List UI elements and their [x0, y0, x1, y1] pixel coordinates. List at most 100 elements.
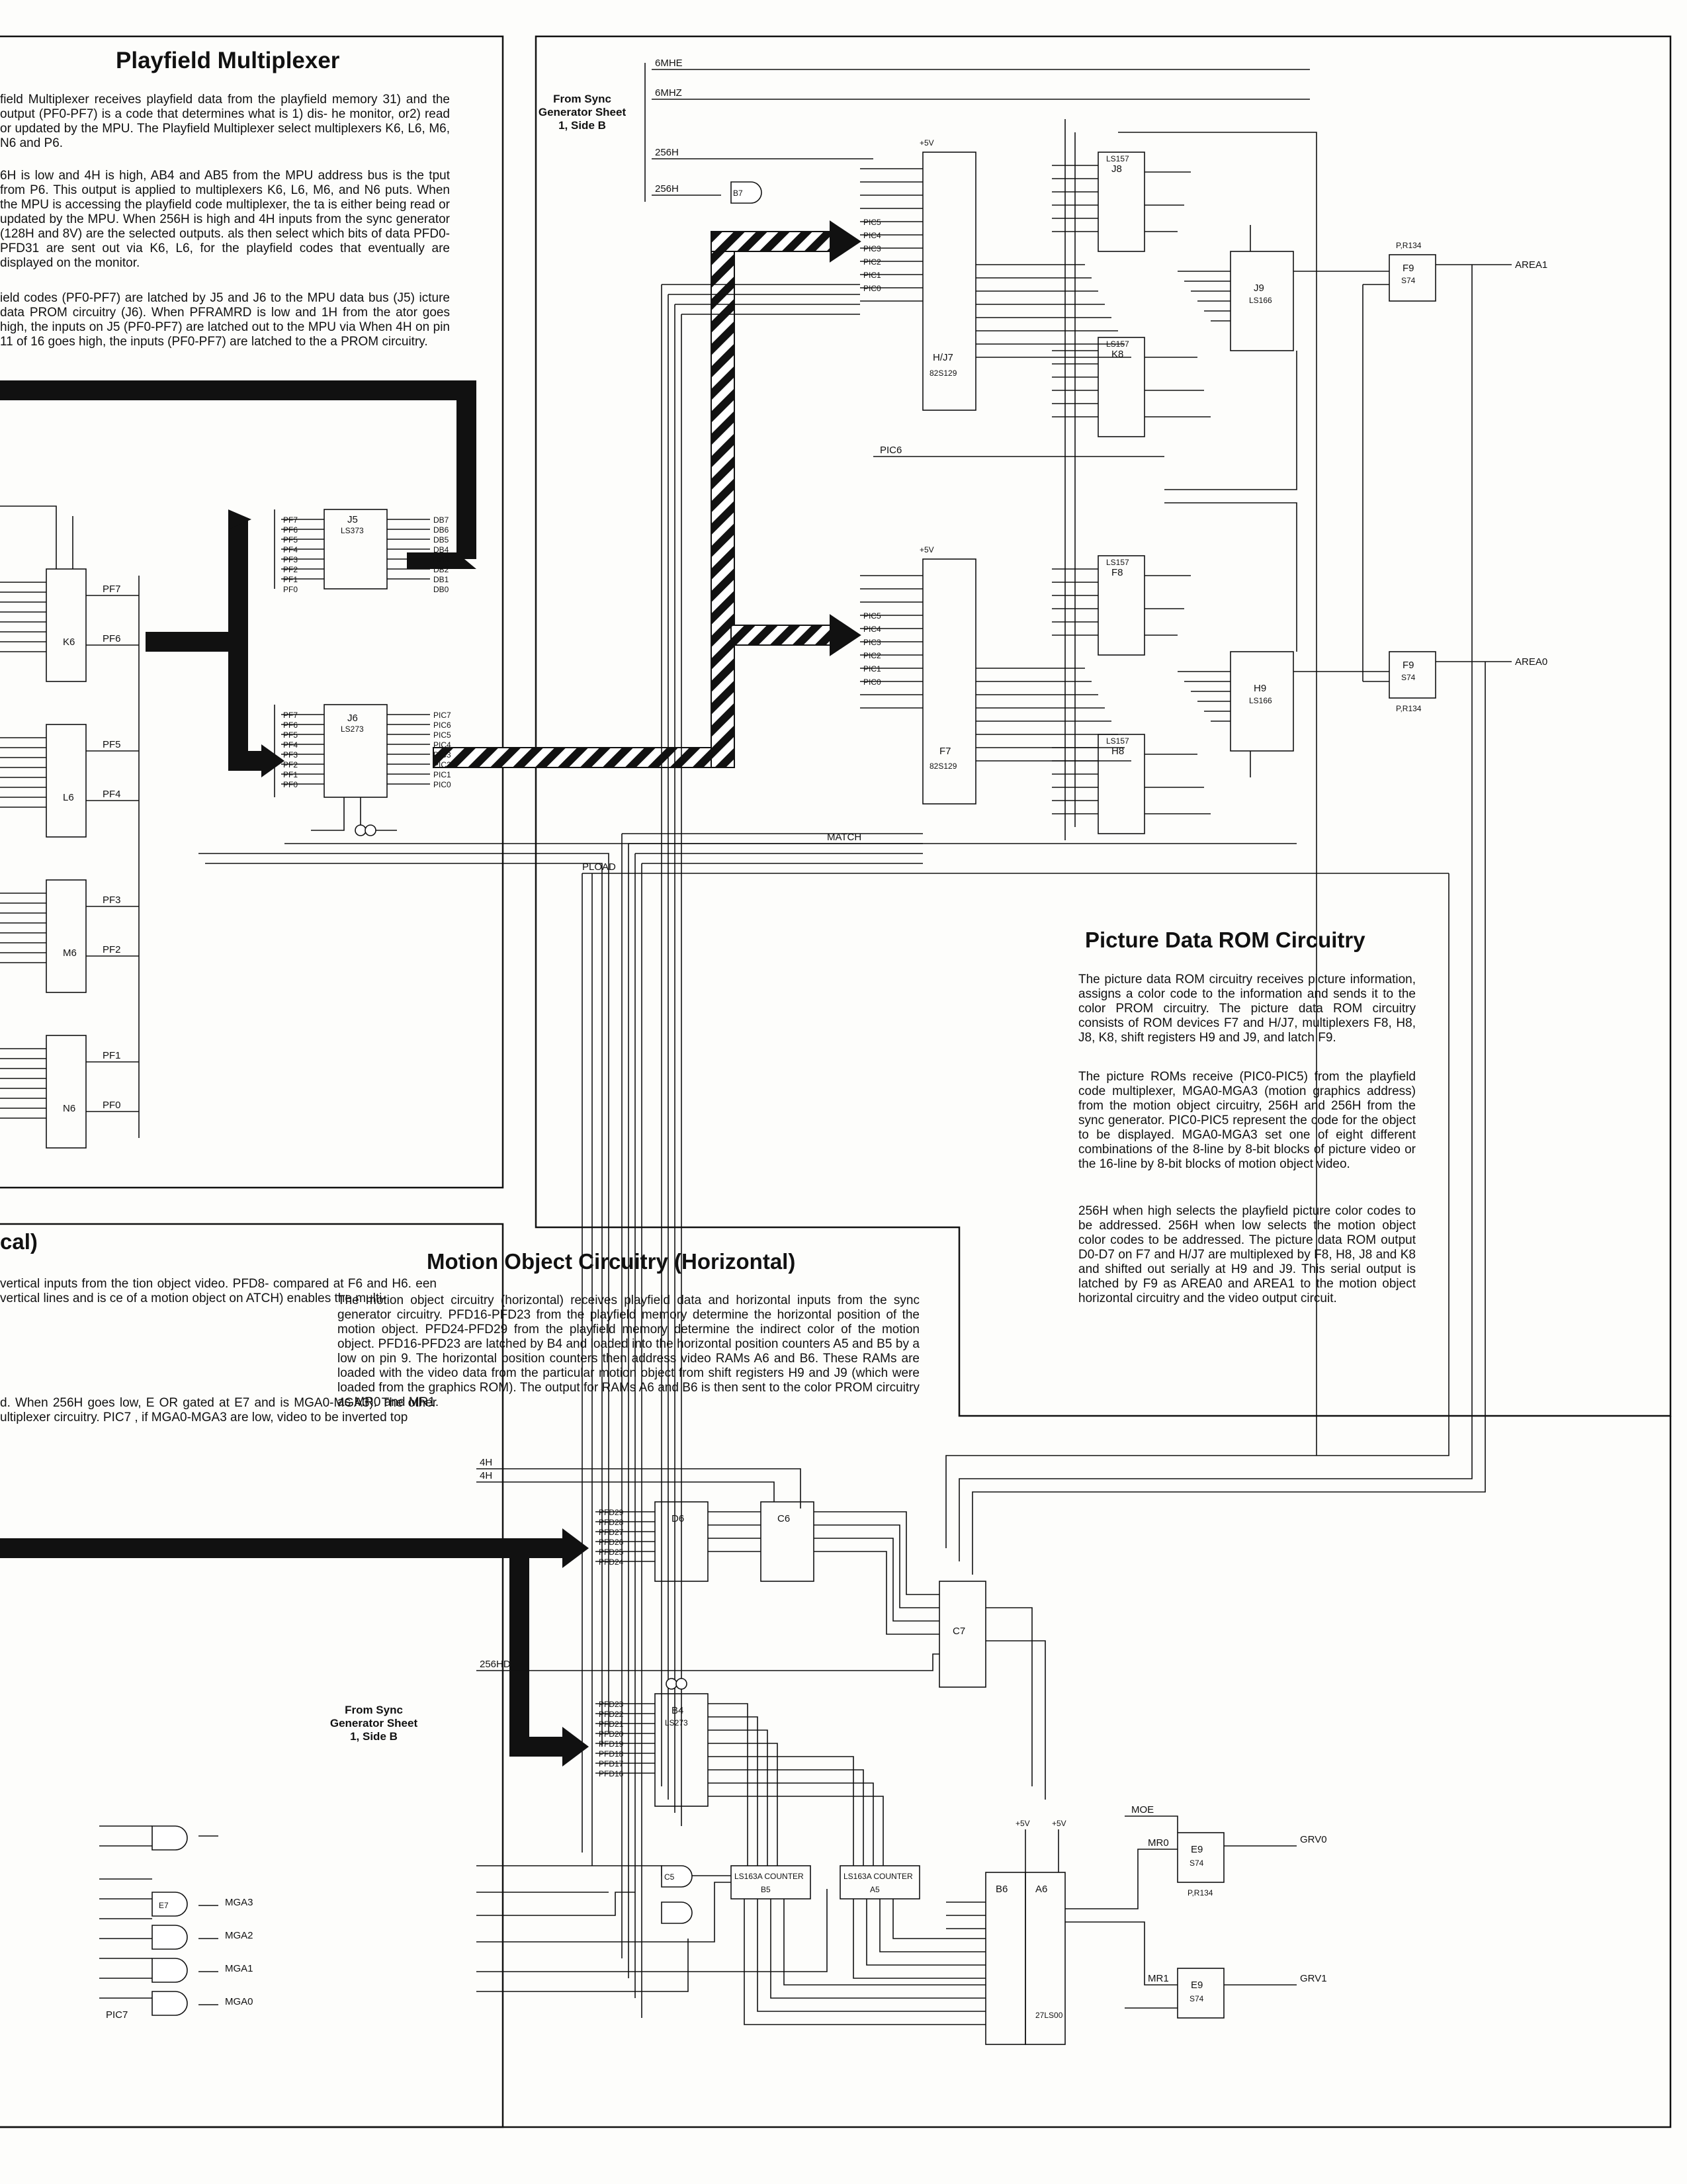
label-b4: B4	[671, 1705, 683, 1716]
pfd-b4-pin-label: PFD18	[599, 1749, 624, 1759]
pic-bot-pin-label: PIC5	[863, 611, 881, 621]
label-j6: J6	[347, 713, 358, 724]
pic-bot-pin-label: PIC1	[863, 664, 881, 674]
gate-e7-a	[151, 1892, 188, 1917]
frame-playfield-mux	[0, 35, 504, 1189]
pfd-b4-pin-label: PFD23	[599, 1700, 624, 1709]
rom-circuit	[198, 63, 1512, 2018]
label-h9-type: LS166	[1249, 696, 1272, 705]
pic-top-pin-label: PIC3	[863, 244, 881, 253]
chip-n6	[46, 1035, 87, 1149]
label-a6: A6	[1035, 1884, 1047, 1895]
label-a5-type: LS163A COUNTER	[844, 1872, 913, 1881]
signal-pf0: PF0	[103, 1100, 121, 1111]
label-e9-top-type: S74	[1190, 1858, 1204, 1868]
signal-area1: AREA1	[1515, 259, 1547, 271]
signal-5v-bottom: +5V	[920, 545, 934, 554]
signal-pload: PLOAD	[582, 861, 616, 873]
gate-e7-c	[151, 1958, 188, 1983]
label-f7-type: 82S129	[930, 762, 957, 771]
chip-j6	[324, 704, 388, 798]
signal-moe: MOE	[1131, 1804, 1154, 1815]
signal-pf6: PF6	[103, 633, 121, 644]
label-m6: M6	[63, 947, 77, 959]
signal-mga2: MGA2	[225, 1930, 253, 1941]
pic-out-pin-label: PIC7	[433, 711, 451, 720]
pfd-b4-pin-label: PFD22	[599, 1710, 624, 1719]
chip-b5	[730, 1865, 811, 1900]
signal-mga0: MGA0	[225, 1996, 253, 2007]
pf-j6-pin-label: PF0	[283, 780, 298, 789]
pf-j5-pin-label: PF1	[283, 575, 298, 584]
label-h8: H8	[1111, 746, 1124, 757]
pf-j6-pin-label: PF6	[283, 721, 298, 730]
chip-h8	[1098, 734, 1145, 834]
db-out-pin-label: DB1	[433, 575, 449, 584]
label-k6: K6	[63, 636, 75, 648]
pic-top-pin-label: PIC5	[863, 218, 881, 227]
label-c6: C6	[777, 1513, 790, 1524]
chip-l6	[46, 724, 87, 838]
mux-input-lines	[0, 582, 46, 1119]
text-picture-rom-2: The picture ROMs receive (PIC0-PIC5) fro…	[1078, 1070, 1416, 1171]
signal-mr1: MR1	[1148, 1973, 1169, 1984]
pf-j5-pin-label: PF3	[283, 555, 298, 564]
db-out-pin-label: DB7	[433, 515, 449, 525]
hatched-bus	[433, 220, 861, 768]
label-hj7-type: 82S129	[930, 369, 957, 378]
pf-j6-pin-label: PF5	[283, 730, 298, 740]
pf-j5-pin-label: PF7	[283, 515, 298, 525]
pfd-d6-pin-label: PFD25	[599, 1548, 624, 1557]
chip-c6	[760, 1501, 814, 1582]
pic-top-pin-label: PIC0	[863, 284, 881, 293]
frame-bottom	[0, 1416, 1672, 2128]
pf-j5-pin-label: PF4	[283, 545, 298, 554]
pic-top-pin-label: PIC4	[863, 231, 881, 240]
bus-arrows-left	[0, 380, 589, 1767]
db-out-pin-label: DB6	[433, 525, 449, 535]
pfd-d6-pin-label: PFD29	[599, 1508, 624, 1517]
db-out-pin-label: DB5	[433, 535, 449, 545]
pfd-b4-pin-label: PFD19	[599, 1739, 624, 1749]
label-c7: C7	[953, 1626, 965, 1637]
gate-e7-d	[151, 1991, 188, 2016]
signal-pic6: PIC6	[880, 445, 902, 456]
label-b5-type: LS163A COUNTER	[734, 1872, 804, 1881]
pf-j5-pin-label: PF0	[283, 585, 298, 594]
gate-b7-top	[730, 181, 762, 204]
text-motion-vertical-1: vertical inputs from the tion object vid…	[0, 1277, 437, 1305]
signal-5v-ram-a: +5V	[1016, 1819, 1030, 1828]
label-ram-type: 27LS00	[1035, 2011, 1063, 2020]
label-hj7: H/J7	[933, 352, 953, 363]
title-picture-rom: Picture Data ROM Circuitry	[1085, 928, 1365, 952]
pic-bot-pin-label: PIC2	[863, 651, 881, 660]
signal-5v-ram-b: +5V	[1052, 1819, 1066, 1828]
pic-out-pin-label: PIC5	[433, 730, 451, 740]
signal-area0: AREA0	[1515, 656, 1547, 668]
signal-256h-top: 256H	[655, 147, 679, 158]
pic-bot-pin-label: PIC3	[863, 638, 881, 647]
db-out-pin-label: DB0	[433, 585, 449, 594]
signal-grv0: GRV0	[1300, 1834, 1327, 1845]
pfd-b4-pin-label: PFD17	[599, 1759, 624, 1769]
chip-e9-bottom	[1177, 1968, 1225, 2019]
pfd-b4-pin-label: PFD20	[599, 1729, 624, 1739]
label-f9-top-type: S74	[1401, 276, 1416, 285]
pic-out-pin-label: PIC0	[433, 780, 451, 789]
chip-k6	[46, 568, 87, 682]
text-picture-rom-1: The picture data ROM circuitry receives …	[1078, 973, 1416, 1045]
label-n6: N6	[63, 1103, 75, 1114]
chip-a5	[840, 1865, 920, 1900]
label-b5: B5	[761, 1885, 771, 1894]
pic-out-pin-label: PIC2	[433, 760, 451, 769]
schematic-labels: J8 K8 F8 H8 LS157 LS157 LS157 LS157 H/J7…	[63, 58, 1547, 2021]
signal-prio-bottom: P,R134	[1396, 704, 1422, 713]
label-j9: J9	[1254, 283, 1264, 294]
